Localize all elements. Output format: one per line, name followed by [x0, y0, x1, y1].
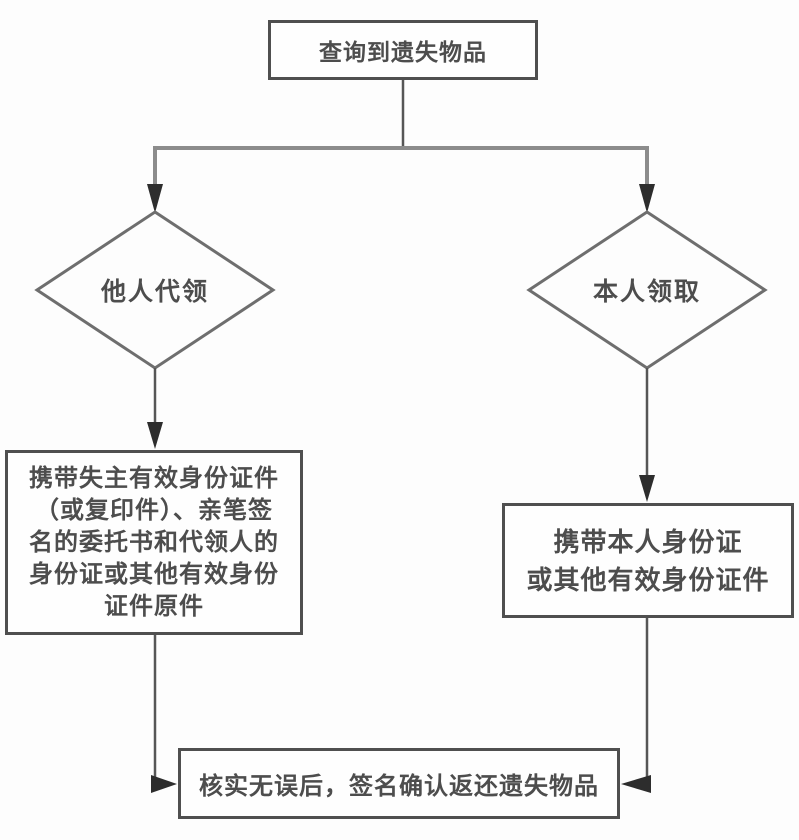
- process-self-line: 或其他有效身份证件: [526, 564, 770, 595]
- decision-proxy-node: 他人代领: [55, 270, 255, 310]
- arrowhead-into-end-left: [151, 775, 177, 793]
- process-proxy-line: 携带失主有效身份证件: [29, 464, 279, 492]
- start-node: 查询到遗失物品: [268, 20, 538, 80]
- arrowhead-into-proxy-box: [147, 422, 163, 449]
- arrowhead-into-left-diamond: [147, 184, 163, 213]
- end-node: 核实无误后，签名确认返还遗失物品: [178, 748, 620, 819]
- process-proxy-line: 名的委托书和代领人的: [29, 528, 279, 556]
- process-own-id-node: 携带本人身份证 或其他有效身份证件: [502, 503, 794, 618]
- start-node-label: 查询到遗失物品: [319, 39, 487, 65]
- end-node-label: 核实无误后，签名确认返还遗失物品: [199, 773, 599, 800]
- decision-self-label: 本人领取: [592, 278, 701, 306]
- process-proxy-documents-node: 携带失主有效身份证件 （或复印件）、亲笔签 名的委托书和代领人的 身份证或其他有…: [5, 450, 303, 635]
- arrowhead-into-self-box: [639, 475, 655, 502]
- decision-proxy-label: 他人代领: [100, 278, 209, 306]
- decision-self-node: 本人领取: [547, 270, 747, 310]
- process-self-line: 携带本人身份证: [553, 526, 743, 557]
- process-proxy-line: 身份证或其他有效身份: [29, 560, 279, 588]
- process-proxy-line: （或复印件）、亲笔签: [35, 496, 273, 524]
- arrowhead-into-end-right: [621, 775, 651, 793]
- process-proxy-line: 证件原件: [104, 592, 204, 620]
- arrowhead-into-right-diamond: [639, 184, 655, 213]
